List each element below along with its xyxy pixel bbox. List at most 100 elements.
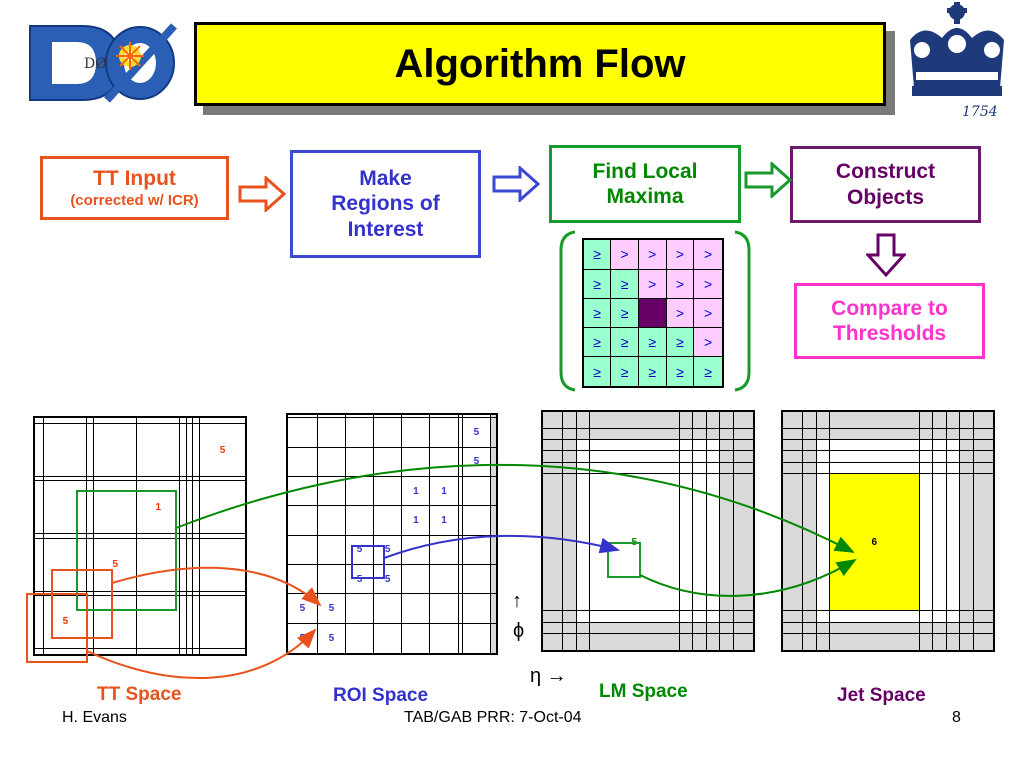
tt-region-red-2	[26, 593, 88, 663]
grid-cell	[972, 633, 995, 652]
grid-cell	[589, 410, 680, 429]
grid-cell	[316, 564, 346, 595]
construct-line2: Objects	[846, 185, 925, 209]
matrix-cell: ≥	[582, 327, 612, 358]
matrix-cell: >	[693, 327, 724, 358]
grid-cell	[457, 622, 463, 655]
grid-cell	[732, 633, 755, 652]
matrix-cell: ≥	[665, 356, 695, 388]
roi-space-label: ROI Space	[333, 685, 429, 706]
eta-label: η →	[530, 665, 567, 687]
matrix-cell: ≥	[637, 327, 667, 358]
tt-input-box: TT Input (corrected w/ ICR)	[40, 156, 229, 220]
red-arrow-lower	[86, 628, 317, 679]
jet-space-label: Jet Space	[837, 685, 926, 706]
grid-cell	[561, 410, 577, 429]
grid-cell	[373, 417, 403, 448]
grid-cell	[541, 410, 563, 429]
matrix-cell: >	[637, 268, 667, 299]
construct-objects-box: Construct Objects	[790, 146, 981, 223]
footer-author: H. Evans	[62, 709, 127, 726]
regions-line1: Make	[359, 167, 412, 191]
grid-cell	[286, 446, 318, 477]
roi-region-blue	[351, 545, 385, 579]
grid-cell	[373, 505, 403, 536]
matrix-cell: >	[610, 238, 639, 270]
lm-region-green	[607, 542, 641, 578]
grid-cell	[589, 621, 680, 635]
grid-cell	[945, 633, 961, 652]
matrix-cell: ≥	[610, 356, 639, 388]
grid-cell	[373, 593, 403, 624]
right-brace	[734, 230, 751, 392]
grid-cell	[541, 621, 563, 635]
grid-cell	[705, 633, 721, 652]
grid-cell	[829, 461, 920, 475]
grid-cell	[429, 593, 459, 624]
arrow-right-icon	[744, 162, 792, 198]
grid-cell	[972, 410, 995, 429]
grid-cell	[561, 633, 577, 652]
grid-cell	[136, 647, 181, 656]
matrix-cell: >	[665, 297, 695, 329]
grid-cell: 6	[829, 473, 920, 612]
local-maxima-box: Find Local Maxima	[549, 145, 741, 223]
grid-cell	[678, 410, 694, 429]
grid-cell	[589, 633, 680, 652]
local-maxima-matrix: ≥>>>>≥≥>>>≥≥>>≥≥≥≥>≥≥≥≥≥	[582, 238, 724, 388]
grid-cell	[461, 505, 492, 536]
crown-logo: 1754	[902, 0, 1012, 122]
grid-cell	[541, 473, 563, 612]
grid-cell	[918, 621, 934, 635]
grid-cell	[43, 537, 88, 592]
grid-cell	[198, 475, 247, 482]
grid-cell	[43, 480, 88, 535]
regions-line3: Interest	[347, 217, 424, 241]
d0-logo: DØ	[22, 20, 182, 106]
page-title: Algorithm Flow	[394, 41, 686, 86]
grid-cell	[136, 537, 181, 592]
grid-cell	[286, 505, 318, 536]
grid-cell: 5	[316, 593, 346, 624]
grid-cell	[719, 473, 734, 612]
local-maxima-line2: Maxima	[606, 185, 684, 208]
jet-space-grid: 6	[781, 410, 995, 652]
lm-space-label: LM Space	[599, 681, 688, 702]
green-arrow-upper	[175, 463, 855, 553]
grid-cell	[461, 593, 492, 624]
grid-cell	[541, 461, 563, 475]
grid-cell	[286, 534, 318, 566]
arrow-right-icon	[492, 166, 540, 202]
matrix-cell: ≥	[637, 356, 667, 388]
grid-cell	[972, 621, 995, 635]
logo-text: DØ	[84, 56, 107, 72]
green-arrow-lower	[639, 558, 857, 597]
grid-cell	[43, 475, 88, 482]
phi-label: ϕ	[513, 620, 525, 642]
grid-cell	[136, 475, 181, 482]
local-maxima-line1: Find Local	[592, 159, 698, 183]
matrix-cell: ≥	[582, 238, 612, 270]
footer-page-number: 8	[952, 709, 961, 726]
grid-cell	[932, 633, 947, 652]
grid-cell	[781, 633, 803, 652]
matrix-cell: >	[693, 297, 724, 329]
grid-cell	[801, 633, 817, 652]
grid-cell	[198, 594, 247, 649]
grid-cell	[373, 622, 403, 655]
grid-cell	[781, 461, 803, 475]
matrix-cell: ≥	[582, 297, 612, 329]
grid-cell	[781, 621, 803, 635]
matrix-cell: >	[693, 238, 724, 270]
grid-cell	[732, 621, 755, 635]
grid-cell	[561, 473, 577, 612]
grid-cell	[461, 534, 492, 566]
tt-input-title: TT Input	[93, 167, 176, 191]
matrix-cell: ≥	[665, 327, 695, 358]
grid-cell	[719, 410, 734, 429]
tt-region-red-1	[51, 569, 113, 639]
grid-cell	[705, 410, 721, 429]
grid-cell	[829, 621, 920, 635]
